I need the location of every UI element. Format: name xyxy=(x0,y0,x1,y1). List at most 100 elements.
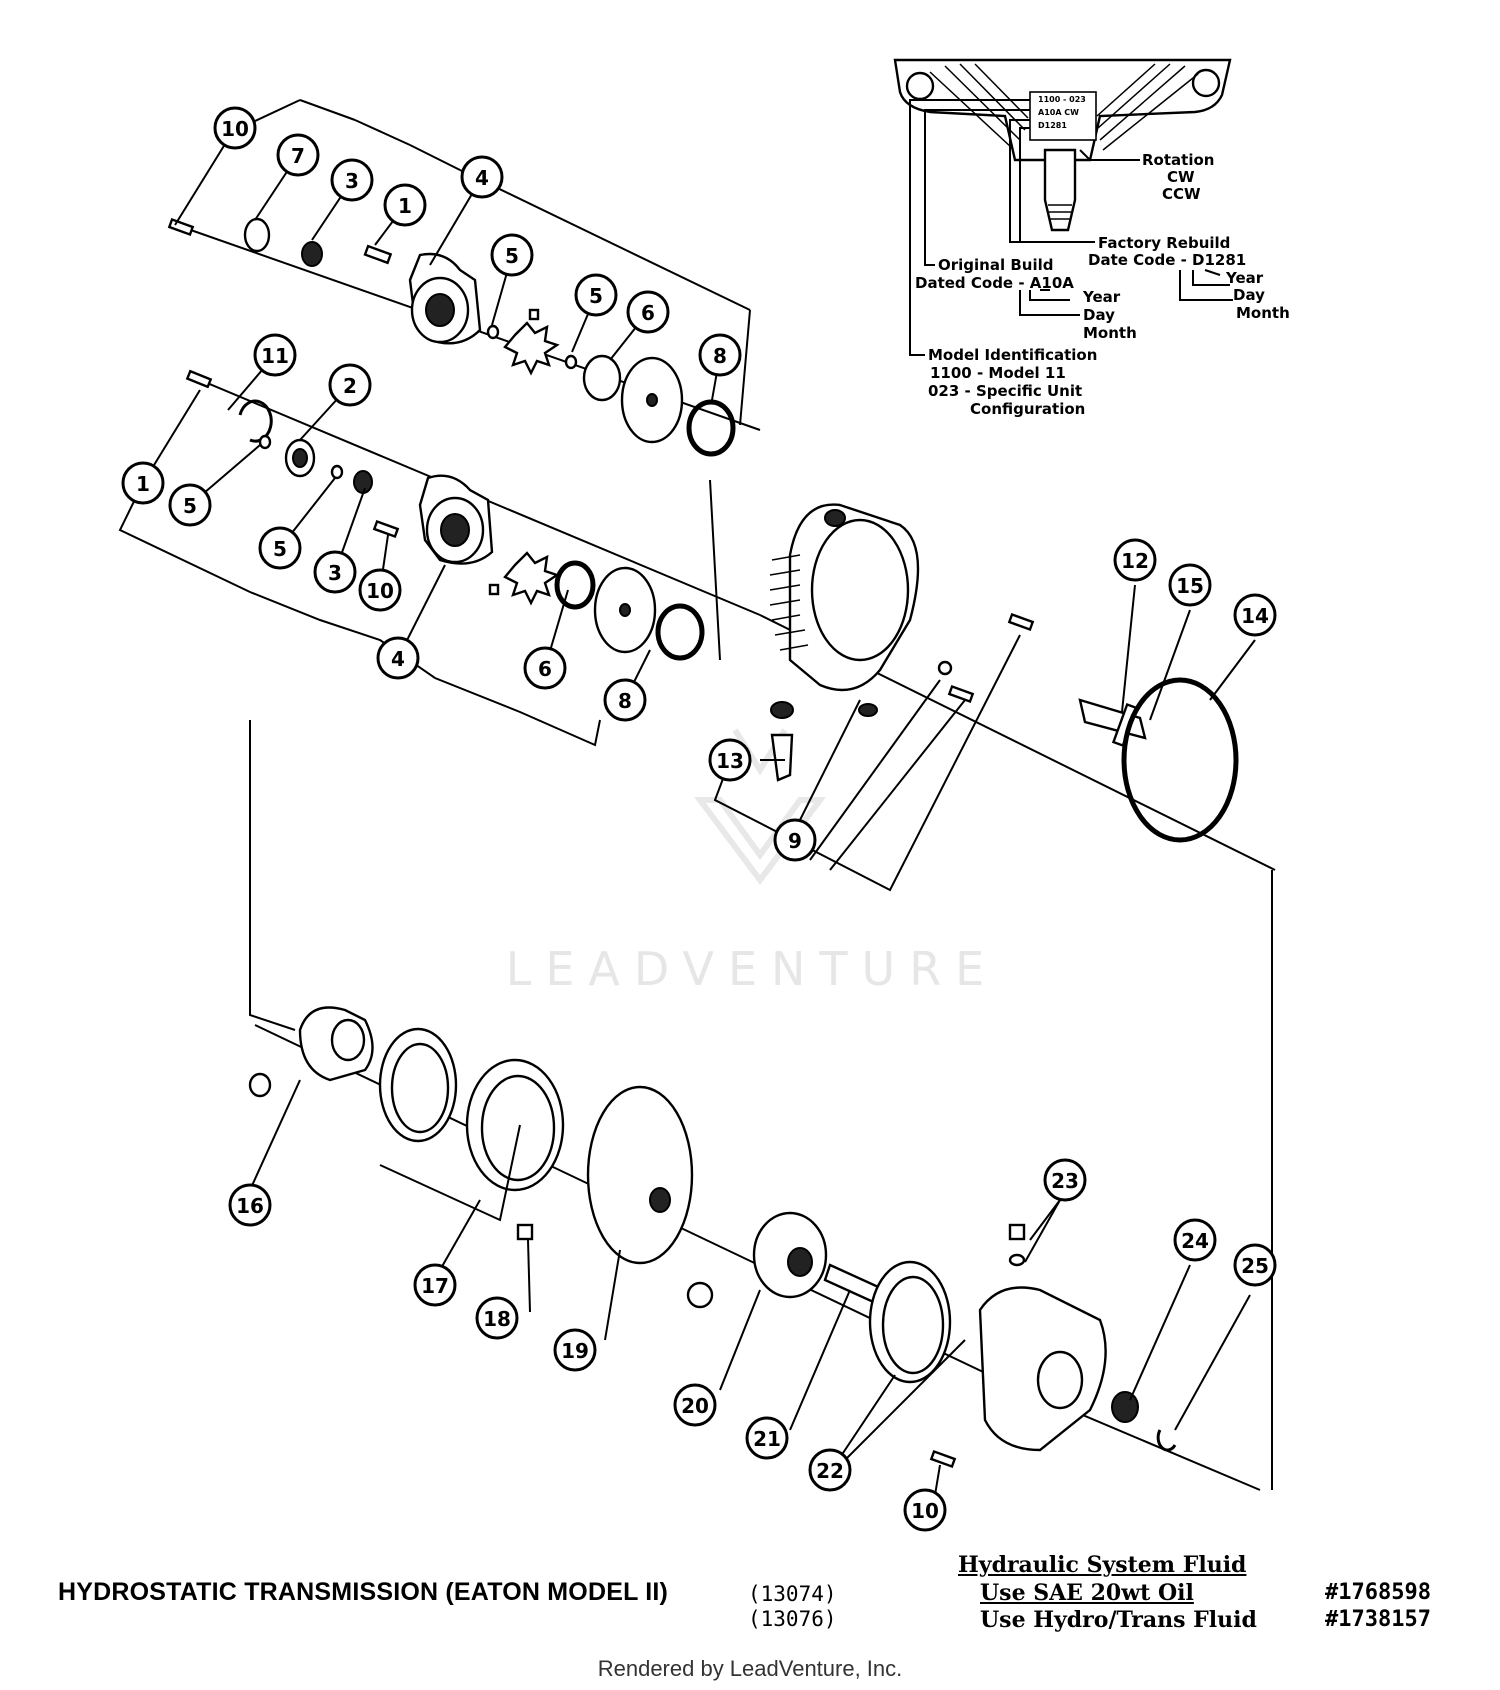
washer-9 xyxy=(858,703,878,717)
main-housing-group xyxy=(769,503,1239,843)
fluid-part-number-2: #1738157 xyxy=(1325,1607,1431,1632)
plug-9b xyxy=(937,660,953,676)
callout-label: 15 xyxy=(1176,574,1204,598)
footer-credit: Rendered by LeadVenture, Inc. xyxy=(597,1656,903,1681)
id-plate xyxy=(1029,91,1097,141)
callout-21: 21 xyxy=(745,1416,789,1460)
callout-8: 8 xyxy=(603,678,647,722)
ring-22-inner xyxy=(881,1275,945,1375)
callout-label: 5 xyxy=(183,494,197,518)
lower-pump-group xyxy=(185,369,705,661)
swashplate-19 xyxy=(586,1085,694,1265)
washer-7 xyxy=(243,217,271,253)
callout-10: 10 xyxy=(358,568,402,612)
callout-label: 1 xyxy=(136,472,150,496)
callout-1: 1 xyxy=(121,461,165,505)
factory-rebuild-label: Factory Rebuild xyxy=(1098,234,1230,252)
rotation-cw: CW xyxy=(1167,168,1195,186)
diagram-title: HYDROSTATIC TRANSMISSION (EATON MODEL II… xyxy=(58,1578,669,1606)
callout-label: 1 xyxy=(398,194,412,218)
plate-center-lower xyxy=(619,603,631,617)
bolt-10-lower xyxy=(372,519,400,539)
valve-cap-13 xyxy=(770,701,794,719)
watermark: LEADVENTURE xyxy=(506,728,984,996)
valve-13 xyxy=(770,733,794,782)
callout-label: 8 xyxy=(618,689,632,713)
callout-24: 24 xyxy=(1173,1218,1217,1262)
callout-4: 4 xyxy=(376,636,420,680)
rotation-label: Rotation xyxy=(1142,151,1214,169)
swashplate-hub xyxy=(649,1187,671,1213)
callout-label: 24 xyxy=(1181,1229,1209,1253)
callout-label: 16 xyxy=(236,1194,264,1218)
bolt-10-cover xyxy=(929,1449,957,1469)
callout-11: 11 xyxy=(253,333,297,377)
callout-label: 7 xyxy=(291,144,305,168)
plate-line-2: A10A CW xyxy=(1038,108,1079,117)
callout-3: 3 xyxy=(330,158,374,202)
pin-18 xyxy=(516,1223,534,1241)
mount-hole-right xyxy=(1191,68,1221,98)
oring-8-lower xyxy=(655,603,705,661)
factory-rebuild-code: Date Code - D1281 xyxy=(1088,251,1246,269)
original-build-month: Month xyxy=(1083,324,1137,342)
callout-label: 21 xyxy=(753,1427,781,1451)
callout-4: 4 xyxy=(460,155,504,199)
callout-6: 6 xyxy=(626,290,670,334)
seal-3-upper xyxy=(301,241,323,267)
callout-9: 9 xyxy=(773,818,817,862)
callout-label: 25 xyxy=(1241,1254,1269,1278)
callout-label: 2 xyxy=(343,374,357,398)
callout-12: 12 xyxy=(1113,538,1157,582)
rotor-upper xyxy=(503,321,560,376)
original-build-code: Dated Code - A10A xyxy=(915,274,1074,292)
callout-10: 10 xyxy=(213,106,257,150)
callout-2: 2 xyxy=(328,363,372,407)
callout-18: 18 xyxy=(475,1296,519,1340)
ring-5-lower-b xyxy=(330,464,344,480)
oring-8-upper xyxy=(686,399,736,457)
callout-label: 17 xyxy=(421,1274,449,1298)
callout-13: 13 xyxy=(708,738,752,782)
pump-core-upper xyxy=(425,293,455,327)
coupling-bore xyxy=(330,1018,366,1062)
washer-23 xyxy=(1008,1253,1026,1267)
callout-25: 25 xyxy=(1233,1243,1277,1287)
model-id-line-1: 1100 - Model 11 xyxy=(930,364,1066,382)
fluid-line-1: Use SAE 20wt Oil xyxy=(980,1580,1194,1606)
lower-transmission-group xyxy=(248,1006,1177,1469)
callout-label: 6 xyxy=(641,301,655,325)
callout-label: 12 xyxy=(1121,549,1149,573)
callout-label: 19 xyxy=(561,1339,589,1363)
shaft-splines xyxy=(1048,204,1072,220)
seal-3-lower xyxy=(353,470,373,494)
callout-label: 13 xyxy=(716,749,744,773)
original-build-label: Original Build xyxy=(938,256,1053,274)
plate-line-3: D1281 xyxy=(1038,121,1067,130)
callout-label: 18 xyxy=(483,1307,511,1331)
rotation-ccw: CCW xyxy=(1162,185,1201,203)
callout-23: 23 xyxy=(1043,1158,1087,1202)
pin-upper xyxy=(528,308,540,321)
callout-label: 3 xyxy=(328,561,342,585)
fluid-heading: Hydraulic System Fluid xyxy=(958,1552,1247,1578)
housing-fins-main xyxy=(769,554,809,651)
callout-5: 5 xyxy=(258,526,302,570)
callout-16: 16 xyxy=(228,1183,272,1227)
pin-lower xyxy=(488,583,500,596)
snap-ring-25 xyxy=(1156,1429,1177,1452)
callout-8: 8 xyxy=(698,333,742,377)
rotor-lower xyxy=(503,551,560,606)
callout-label: 6 xyxy=(538,657,552,681)
bolt-upper-left xyxy=(167,217,195,237)
callout-label: 5 xyxy=(273,537,287,561)
callout-label: 22 xyxy=(816,1459,844,1483)
fluid-part-number-1: #1768598 xyxy=(1325,1580,1431,1605)
callout-label: 10 xyxy=(221,117,249,141)
bolt-1-upper xyxy=(363,244,393,265)
callout-label: 10 xyxy=(366,579,394,603)
model-id-label: Model Identification xyxy=(928,346,1097,364)
callout-label: 14 xyxy=(1241,604,1269,628)
